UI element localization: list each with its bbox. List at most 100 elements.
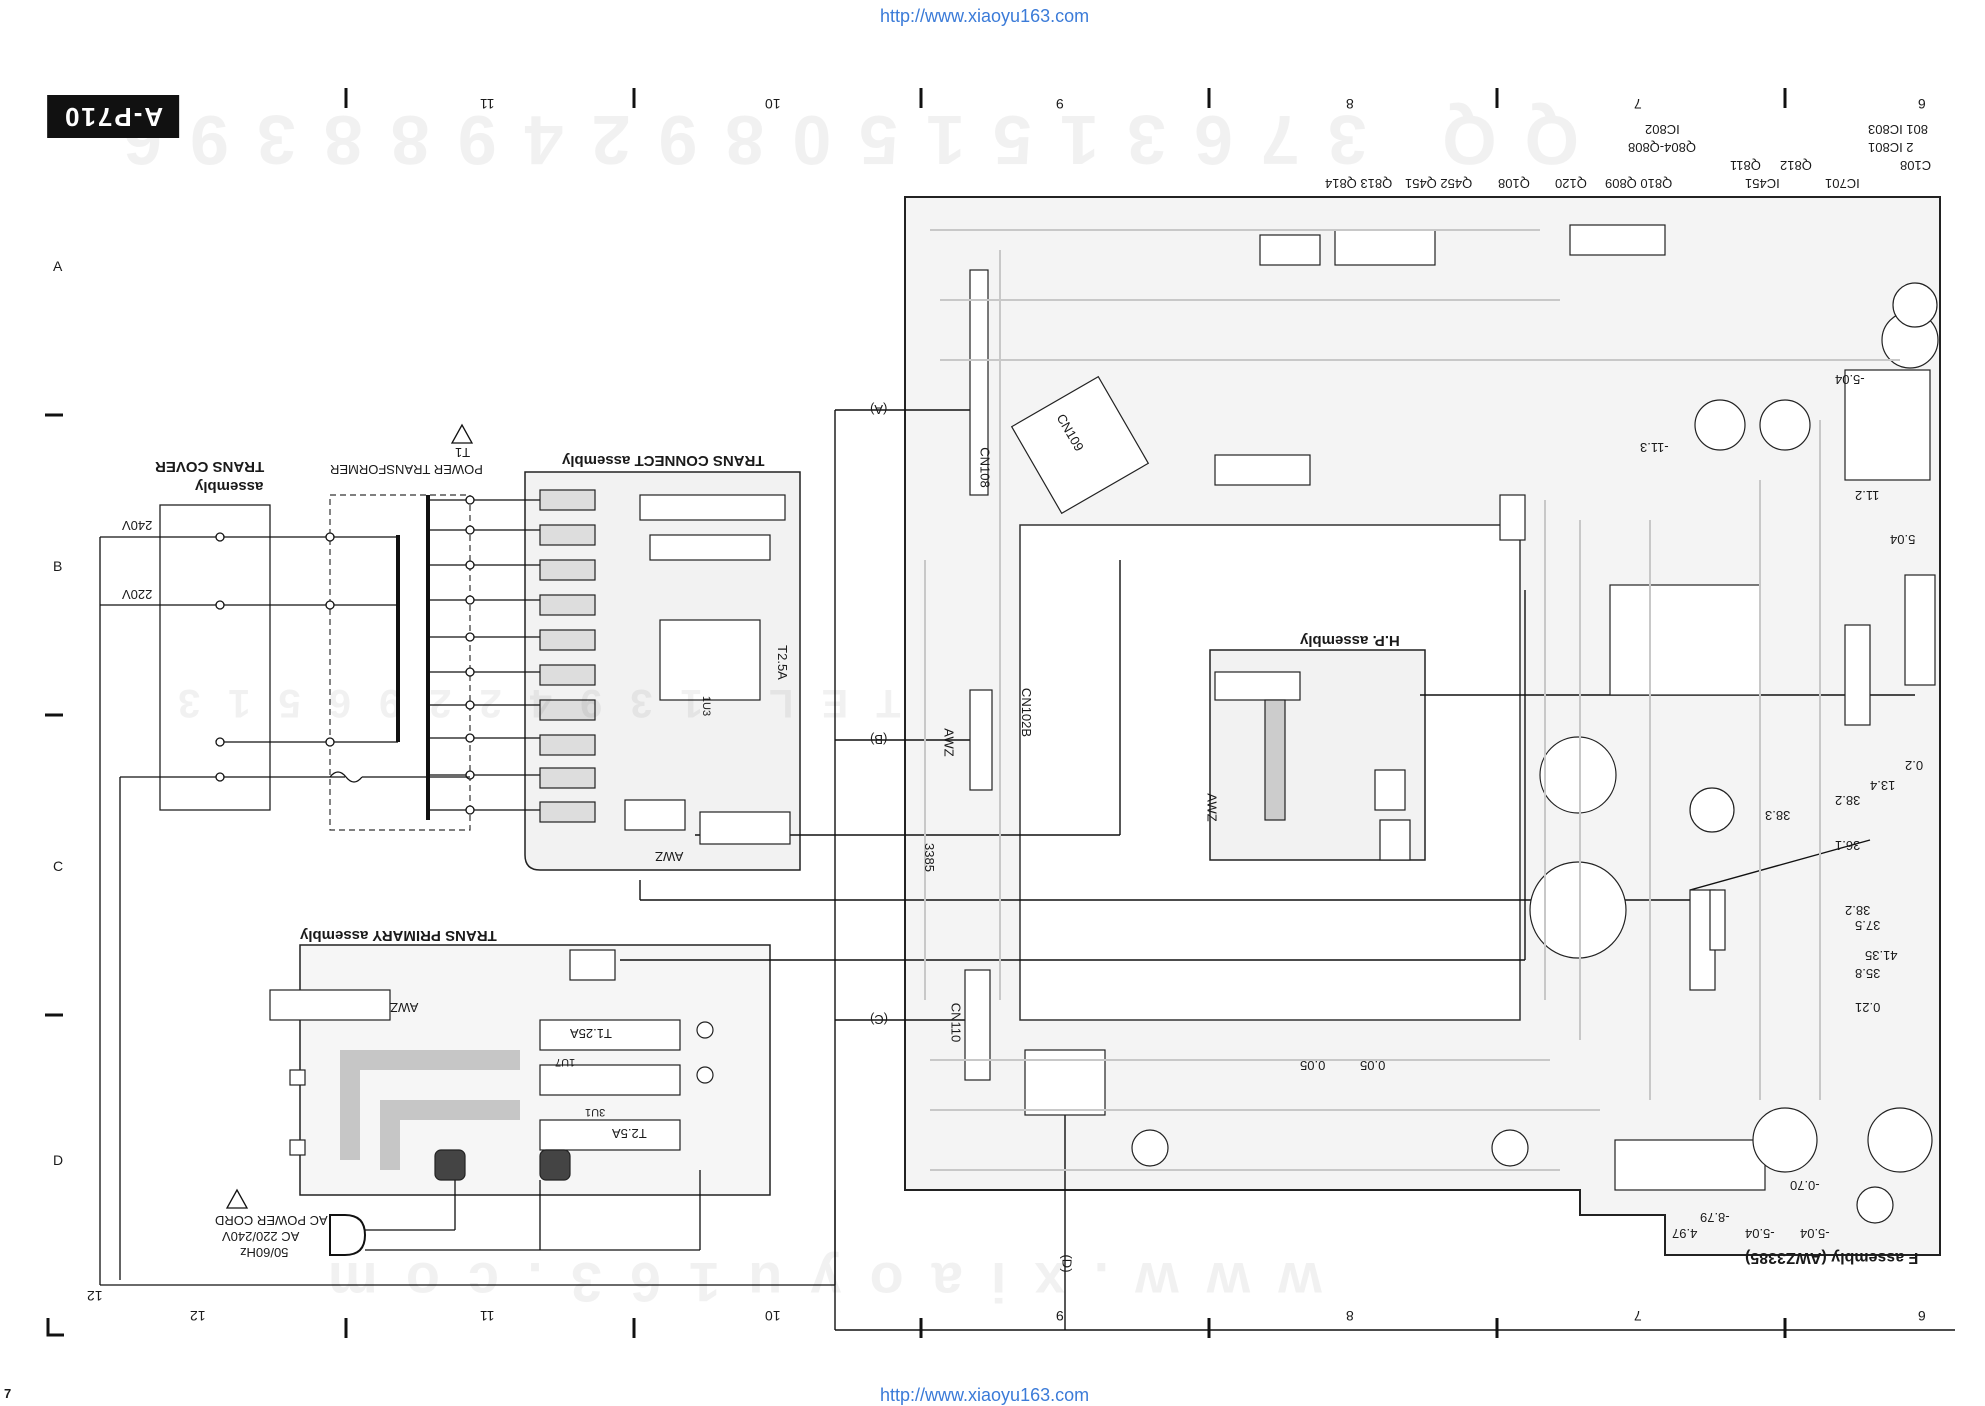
ac-cord-line3: 50/60Hz bbox=[240, 1245, 289, 1260]
transformer-name: POWER TRANSFORMER bbox=[330, 462, 483, 477]
voltage-10: 35.8 bbox=[1855, 966, 1881, 981]
transformer-dashed-box bbox=[329, 494, 471, 831]
grid-col-top-4: 8 bbox=[1346, 96, 1354, 112]
fuse-f3-rating: T2.5A bbox=[612, 1126, 647, 1141]
grid-col-top-5: 7 bbox=[1634, 96, 1642, 112]
trans-connect-parts bbox=[539, 489, 791, 845]
board-number: 3385 bbox=[921, 843, 937, 872]
voltage-3: -5.04 bbox=[1835, 372, 1865, 387]
ref-q120: Q120 bbox=[1555, 176, 1587, 191]
trans-cover-box bbox=[159, 504, 271, 811]
trans-primary-title: TRANS PRIMARY assembly bbox=[300, 927, 497, 944]
grid-col-top-3: 9 bbox=[1056, 96, 1064, 112]
trans-cover-subtitle: assembly bbox=[195, 478, 264, 495]
tap-240v: 240V bbox=[122, 518, 153, 533]
transformer-ref: T1 bbox=[455, 445, 471, 460]
ref-ic701: IC701 bbox=[1825, 176, 1860, 191]
secondary-taps bbox=[428, 495, 545, 815]
cn110-label: CN110 bbox=[948, 1002, 964, 1043]
grid-row-a: A bbox=[53, 258, 63, 274]
voltage-4: 5.04 bbox=[1890, 532, 1916, 547]
voltage-7: 36.1 bbox=[1835, 838, 1861, 853]
f-assembly-parts bbox=[964, 224, 1939, 1224]
ref-q452-q451: Q452 Q451 bbox=[1405, 176, 1473, 191]
trans-connect-title: TRANS CONNECT assembly bbox=[562, 452, 765, 469]
fuse-f1-ref: 1U3 bbox=[700, 695, 713, 717]
trans-primary-traces bbox=[340, 1050, 520, 1170]
voltage-6: 38.3 bbox=[1765, 808, 1791, 823]
connector-d: (D) bbox=[1059, 1254, 1075, 1273]
voltage-20: 13.4 bbox=[1870, 778, 1896, 793]
trans-cover-title: TRANS COVER bbox=[155, 458, 265, 475]
cn102b-label: CN102B bbox=[1019, 687, 1035, 738]
ref-c108: C108 bbox=[1900, 158, 1932, 173]
f-assembly-title: F assembly (AWZ3385) bbox=[1745, 1249, 1919, 1266]
connector-a: (A) bbox=[870, 402, 888, 417]
source-url-bottom[interactable]: http://www.xiaoyu163.com bbox=[880, 1385, 1090, 1405]
ref-ic451: IC451 bbox=[1745, 176, 1780, 191]
voltage-16: -5.04 bbox=[1800, 1226, 1830, 1241]
voltage-11: 0.21 bbox=[1855, 1000, 1881, 1015]
watermark-digits: QQ 3763151508924988396 bbox=[95, 101, 1580, 179]
grid-ticks bbox=[45, 88, 1787, 1338]
voltage-19: 0.2 bbox=[1905, 758, 1924, 773]
grid-col-bottom-6: 7 bbox=[1634, 1308, 1642, 1324]
ref-ic802: IC802 bbox=[1645, 122, 1680, 137]
ref-q108: Q108 bbox=[1498, 176, 1530, 191]
voltage-18: -8.79 bbox=[1700, 1210, 1730, 1225]
tap-220v: 220V bbox=[122, 587, 153, 602]
ref-q804-q808: Q804-Q808 bbox=[1628, 140, 1696, 155]
copper-traces bbox=[924, 229, 1900, 1171]
voltage-21: 41.35 bbox=[1865, 948, 1898, 963]
trans-primary-parts bbox=[269, 949, 714, 1181]
model-label: A-P710 bbox=[47, 95, 180, 138]
grid-row-c: C bbox=[53, 858, 64, 874]
voltage-8: 38.2 bbox=[1845, 903, 1871, 918]
fuse-f1-rating: T2.5A bbox=[774, 645, 790, 680]
source-url-top[interactable]: http://www.xiaoyu163.com bbox=[880, 6, 1090, 26]
awz-code-f: AWZ bbox=[941, 728, 957, 757]
ref-q813-q814: Q813 Q814 bbox=[1325, 176, 1393, 191]
grid-row-b: B bbox=[53, 558, 63, 574]
grid-col-top-6: 6 bbox=[1918, 96, 1926, 112]
ref-2-ic801: 2 IC801 bbox=[1868, 140, 1914, 155]
voltage-13: 0.05 bbox=[1360, 1058, 1386, 1073]
ref-q811: Q811 bbox=[1730, 158, 1761, 173]
voltage-2: 11.2 bbox=[1855, 488, 1880, 503]
grid-row-d: D bbox=[53, 1152, 64, 1168]
primary-leads bbox=[100, 532, 470, 783]
awz-code-connect: AWZ bbox=[655, 849, 684, 864]
ref-q810-q809: Q810 Q809 bbox=[1605, 176, 1673, 191]
connector-b: (B) bbox=[870, 732, 888, 747]
ac-cord-line2: AC 220/240V bbox=[222, 1229, 300, 1244]
page-number: 7 bbox=[4, 1386, 12, 1401]
ac-plug bbox=[329, 1214, 367, 1256]
voltage-1: -11.3 bbox=[1640, 440, 1669, 455]
grid-col-top-2: 10 bbox=[765, 96, 781, 112]
voltage-9: 37.5 bbox=[1855, 918, 1881, 933]
grid-col-bottom-3: 10 bbox=[765, 1308, 781, 1324]
grid-col-bottom-2: 11 bbox=[480, 1308, 495, 1324]
voltage-15: -5.04 bbox=[1745, 1226, 1775, 1241]
grid-corner-num: 12 bbox=[87, 1288, 103, 1304]
grid-col-bottom-5: 8 bbox=[1346, 1308, 1354, 1324]
hp-assembly-title: H.P. assembly bbox=[1300, 632, 1400, 649]
ref-801-ic803: 801 IC803 bbox=[1868, 122, 1928, 137]
awz-code-primary: AWZ bbox=[390, 1000, 419, 1015]
connector-c: (C) bbox=[870, 1012, 889, 1027]
fuse-f3-ref: 3U1 bbox=[585, 1106, 606, 1118]
ac-cord-line1: AC POWER CORD bbox=[215, 1213, 328, 1228]
watermark-site: www.xiaoyu163.com bbox=[300, 1251, 1322, 1314]
grid-col-bottom-4: 9 bbox=[1056, 1308, 1064, 1324]
voltage-12: 0.05 bbox=[1300, 1058, 1326, 1073]
inter-board-wires bbox=[620, 409, 1955, 1331]
watermark-tel: TEL 13942296513 bbox=[150, 681, 901, 725]
voltage-5: 38.2 bbox=[1835, 793, 1861, 808]
fuse-f2-rating: T1.25A bbox=[570, 1026, 612, 1041]
grid-col-bottom-7: 6 bbox=[1918, 1308, 1926, 1324]
fuse-f2-ref: 1U7 bbox=[555, 1056, 576, 1068]
cn108-label: CN108 bbox=[977, 447, 993, 488]
ref-q812: Q812 bbox=[1780, 158, 1812, 173]
voltage-14: -0.70 bbox=[1790, 1178, 1820, 1193]
